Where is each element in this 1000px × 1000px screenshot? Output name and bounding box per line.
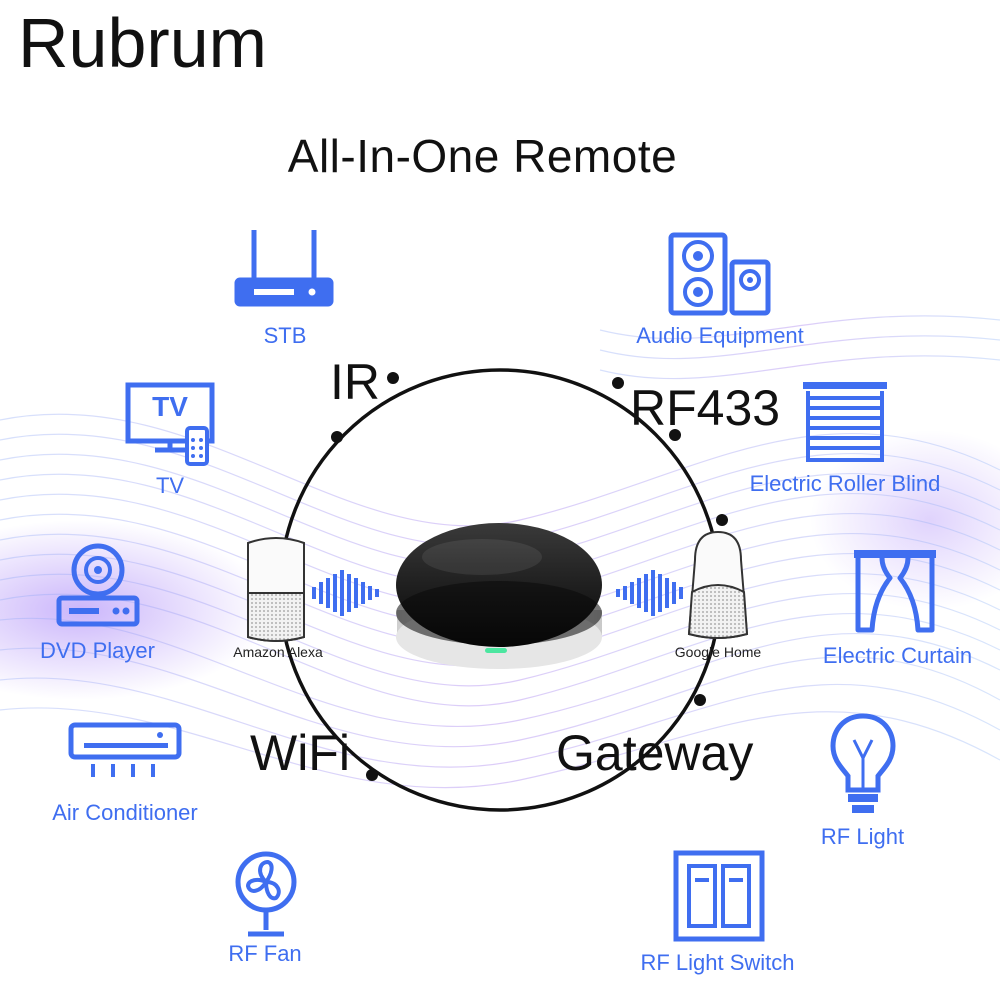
stb-label: STB [263,323,307,348]
hub-device-icon [396,523,602,669]
protocol-wifi: WiFi [250,725,350,781]
dvd-player-label: DVD Player [40,638,155,663]
light-switch-icon [673,850,765,942]
roller-blind-icon [803,382,887,462]
tv-label: TV [155,473,185,498]
amazon-alexa-speaker-icon [247,537,305,642]
headline: All-In-One Remote [287,130,678,182]
dvd-player-icon [56,543,140,627]
protocol-rf433: RF433 [630,380,781,436]
curtain-label: Electric Curtain [822,643,973,668]
amazon-alexa-label: Amazon Alexa [233,644,323,660]
roller-blind-label: Electric Roller Blind [749,471,941,496]
air-conditioner-icon [68,722,182,777]
rf-light-label: RF Light [820,824,905,849]
audio-equipment-label: Audio Equipment [636,323,804,348]
brand-name: Rubrum [18,4,267,82]
air-conditioner-label: Air Conditioner [52,800,198,825]
google-home-label: Google Home [674,644,762,660]
ring-nodes [331,372,728,781]
rf-fan-label: RF Fan [228,941,302,966]
rf-light-switch-label: RF Light Switch [640,950,795,975]
sound-wave-left-icon [312,570,379,616]
tv-icon [125,382,215,466]
google-home-speaker-icon [687,530,749,639]
protocol-ir: IR [330,354,380,410]
protocol-gateway: Gateway [556,725,754,781]
curtain-icon [854,550,936,633]
sound-wave-right-icon [616,570,683,616]
audio-equipment-icon [668,232,771,316]
tv-icon-text: TV [152,391,188,422]
status-led [485,648,507,653]
light-bulb-icon [830,713,896,813]
set-top-box-icon [234,230,334,307]
fan-icon [235,851,297,937]
